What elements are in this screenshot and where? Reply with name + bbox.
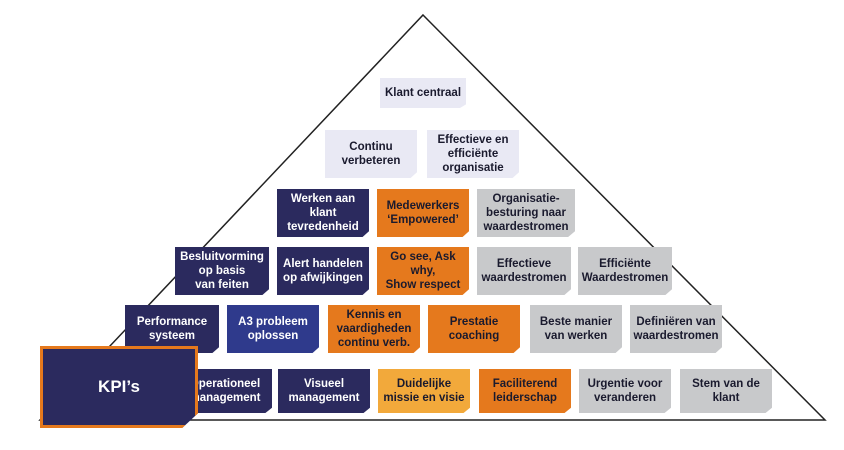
box-definieren-waardestromen: Definiëren van waardestromen bbox=[630, 305, 722, 353]
box-a3-probleem-oplossen: A3 probleem oplossen bbox=[227, 305, 319, 353]
box-alert-handelen: Alert handelen op afwijkingen bbox=[277, 247, 369, 295]
box-kennis-vaardigheden: Kennis en vaardigheden continu verb. bbox=[328, 305, 420, 353]
box-organisatiebesturing: Organisatie- besturing naar waardestrome… bbox=[477, 189, 575, 237]
box-performance-systeem: Performance systeem bbox=[125, 305, 219, 353]
box-visueel-management: Visueel management bbox=[278, 369, 370, 413]
box-urgentie-veranderen: Urgentie voor veranderen bbox=[579, 369, 671, 413]
box-beste-manier: Beste manier van werken bbox=[530, 305, 622, 353]
box-effectieve-waardestromen: Effectieve waardestromen bbox=[477, 247, 571, 295]
box-besluitvorming: Besluitvorming op basis van feiten bbox=[175, 247, 269, 295]
box-faciliterend-leiderschap: Faciliterend leiderschap bbox=[479, 369, 571, 413]
box-werken-aan-klanttevredenheid: Werken aan klant tevredenheid bbox=[277, 189, 369, 237]
box-medewerkers-empowered: Medewerkers ‘Empowered’ bbox=[377, 189, 469, 237]
kpi-label: KPI’s bbox=[40, 346, 198, 428]
box-continu-verbeteren: Continu verbeteren bbox=[325, 130, 417, 178]
box-klant-centraal: Klant centraal bbox=[380, 78, 466, 108]
box-prestatie-coaching: Prestatie coaching bbox=[428, 305, 520, 353]
box-duidelijke-missie: Duidelijke missie en visie bbox=[378, 369, 470, 413]
box-go-see: Go see, Ask why, Show respect bbox=[377, 247, 469, 295]
box-efficiente-waardestromen: Efficiënte Waardestromen bbox=[578, 247, 672, 295]
box-effectieve-efficiente-organisatie: Effectieve en efficiënte organisatie bbox=[427, 130, 519, 178]
box-stem-van-de-klant: Stem van de klant bbox=[680, 369, 772, 413]
